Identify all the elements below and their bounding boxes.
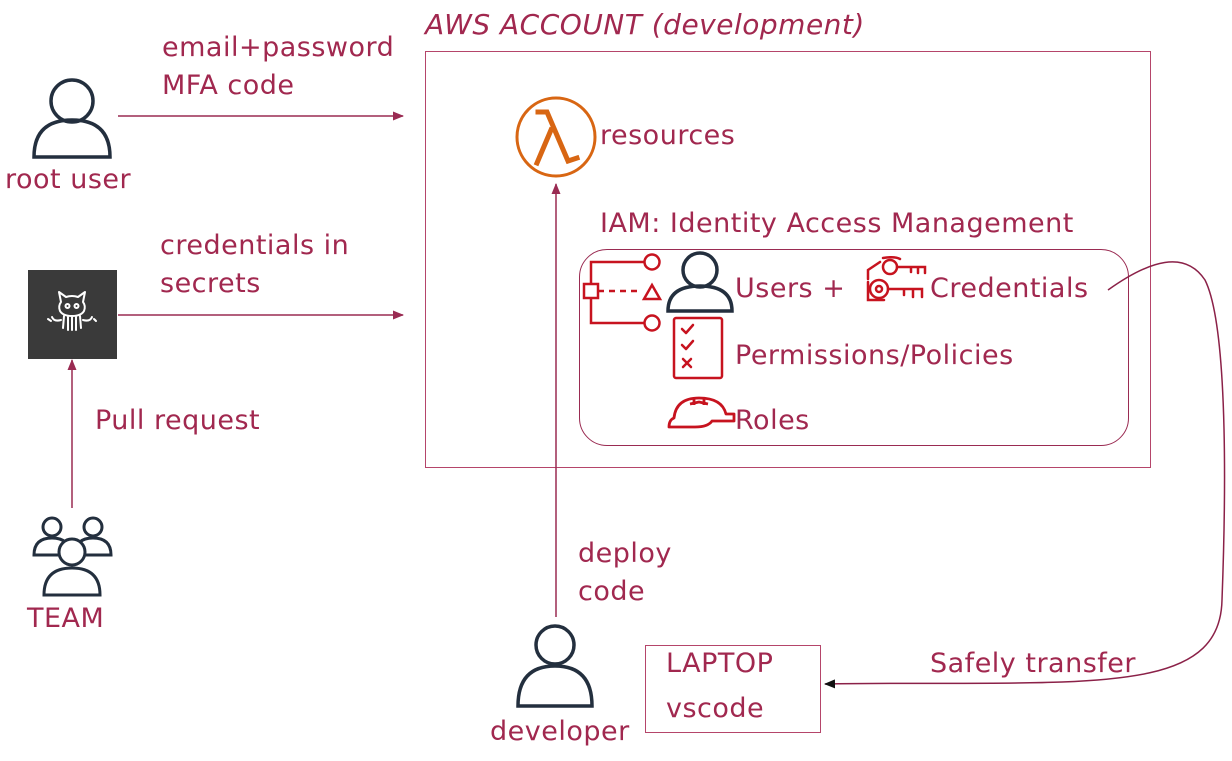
developer-icon — [516, 624, 594, 708]
deploy-label-line1: deploy — [578, 538, 672, 569]
permissions-checklist-icon — [672, 316, 724, 380]
github-tile — [28, 270, 117, 359]
safely-transfer-label: Safely transfer — [930, 648, 1136, 679]
aws-account-box — [425, 51, 1151, 468]
laptop-label-line1: LAPTOP — [666, 648, 774, 679]
deploy-label-line2: code — [578, 576, 646, 607]
github-arrow-label-line2: secrets — [160, 268, 261, 299]
iam-users-label: Users + — [735, 273, 846, 304]
iam-title: IAM: Identity Access Management — [600, 208, 1074, 239]
credentials-to-laptop-arrow — [824, 261, 1226, 689]
lambda-resources-label: resources — [600, 120, 736, 151]
root-user-icon — [32, 78, 112, 159]
iam-user-icon — [666, 251, 734, 313]
roles-hardhat-icon — [667, 396, 736, 429]
pull-request-label: Pull request — [95, 405, 261, 436]
iam-permissions-label: Permissions/Policies — [735, 340, 1014, 371]
team-label: TEAM — [27, 603, 105, 634]
developer-label: developer — [490, 716, 630, 747]
iam-hierarchy-icon — [582, 253, 663, 332]
root-user-label: root user — [5, 164, 132, 195]
aws-account-title: AWS ACCOUNT (development) — [425, 8, 865, 41]
team-icon — [32, 516, 113, 597]
root-arrow-label-line2: MFA code — [162, 70, 295, 101]
aws-lambda-icon — [515, 96, 597, 178]
credentials-keys-icon — [866, 255, 927, 302]
laptop-label-line2: vscode — [666, 693, 765, 724]
github-octocat-icon — [47, 291, 97, 331]
github-arrow-label-line1: credentials in — [160, 230, 350, 261]
root-arrow-label-line1: email+password — [162, 32, 395, 63]
iam-roles-label: Roles — [735, 405, 810, 436]
laptop-box — [645, 645, 821, 733]
iam-credentials-label: Credentials — [930, 273, 1089, 304]
iam-box — [579, 249, 1129, 446]
